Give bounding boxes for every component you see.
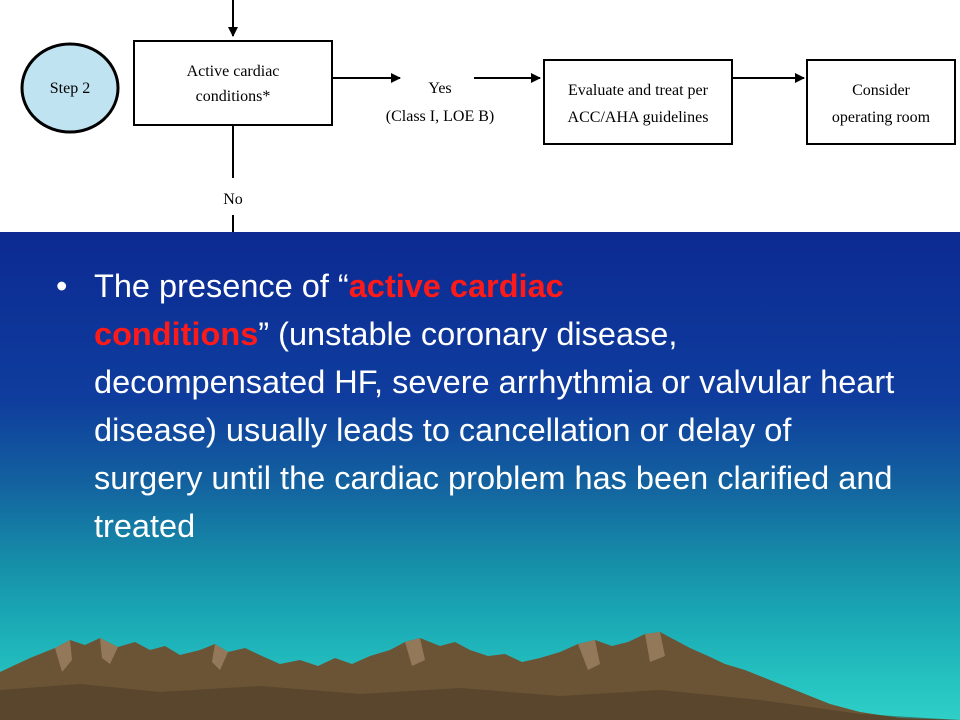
mountain-shadows (0, 684, 960, 720)
evaluate-box (543, 59, 733, 145)
active-box-line2: conditions* (196, 88, 271, 105)
consider-box (806, 59, 956, 145)
evaluate-line2: ACC/AHA guidelines (568, 109, 709, 126)
active-box-line1: Active cardiac (187, 63, 280, 80)
yes-class-label: (Class I, LOE B) (386, 108, 494, 125)
evaluate-line1: Evaluate and treat per (568, 82, 709, 99)
flowchart-diagram: Step 2 Active cardiac conditions* Yes (C… (20, 0, 956, 232)
highlight-conditions: conditions (94, 316, 259, 352)
step-circle (20, 42, 120, 134)
mountain-landscape (0, 632, 960, 720)
consider-line1: Consider (852, 82, 910, 99)
active-conditions-box (133, 40, 333, 126)
bullet-pre-text: The presence of “ (94, 268, 349, 304)
bullet-glyph: • (56, 268, 68, 304)
highlight-active-cardiac: active cardiac (348, 268, 564, 304)
bullet-text: The presence of “active cardiac condition… (94, 262, 904, 550)
bullet-post-text: ” (unstable coronary disease, decompensa… (94, 316, 895, 544)
bullet-point: • The presence of “active cardiac conditi… (56, 262, 916, 550)
step-label: Step 2 (50, 80, 90, 97)
consider-line2: operating room (832, 109, 931, 126)
no-label: No (223, 191, 243, 208)
flowchart-panel: Step 2 Active cardiac conditions* Yes (C… (0, 0, 960, 232)
yes-label: Yes (428, 80, 451, 97)
